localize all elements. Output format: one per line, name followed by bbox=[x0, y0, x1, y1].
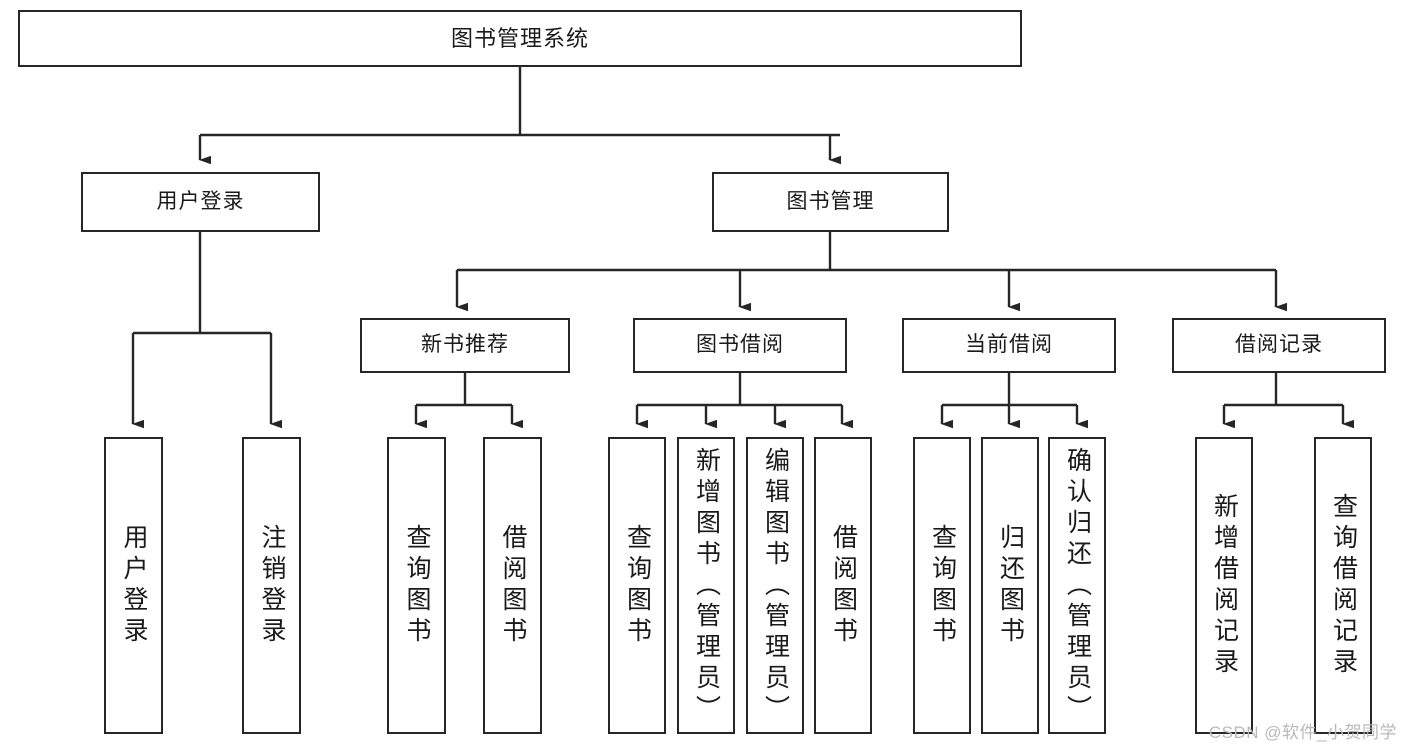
node-label: 借阅图书 bbox=[829, 523, 858, 648]
leaf-user-login[interactable]: 用户登录 bbox=[104, 437, 163, 734]
node-current-borrow[interactable]: 当前借阅 bbox=[902, 318, 1116, 373]
leaf-query-borrow-record[interactable]: 查询借阅记录 bbox=[1314, 437, 1372, 734]
leaf-query-book-recommend[interactable]: 查询图书 bbox=[387, 437, 446, 734]
node-root-book-management-system[interactable]: 图书管理系统 bbox=[18, 10, 1022, 67]
node-label: 查询图书 bbox=[928, 523, 957, 648]
node-book-management[interactable]: 图书管理 bbox=[712, 172, 949, 232]
csdn-watermark: CSDN @软件_小贺同学 bbox=[1208, 723, 1397, 742]
node-label: 用户登录 bbox=[156, 189, 245, 213]
node-label: 查询借阅记录 bbox=[1329, 492, 1358, 679]
leaf-add-book-admin[interactable]: 新增图书（管理员） bbox=[677, 437, 735, 734]
node-label: 图书借阅 bbox=[696, 333, 784, 357]
leaf-user-logout[interactable]: 注销登录 bbox=[242, 437, 301, 734]
node-label: 确认归还（管理员） bbox=[1063, 447, 1092, 726]
node-label: 归还图书 bbox=[996, 523, 1025, 648]
node-label: 用户登录 bbox=[120, 523, 148, 648]
node-label: 查询图书 bbox=[623, 523, 652, 648]
node-label: 新书推荐 bbox=[421, 333, 509, 357]
node-label: 图书管理系统 bbox=[450, 25, 589, 51]
node-new-book-recommend[interactable]: 新书推荐 bbox=[360, 318, 570, 373]
leaf-edit-book-admin[interactable]: 编辑图书（管理员） bbox=[746, 437, 804, 734]
leaf-borrow-book[interactable]: 借阅图书 bbox=[814, 437, 872, 734]
leaf-add-borrow-record[interactable]: 新增借阅记录 bbox=[1195, 437, 1253, 734]
node-user-login[interactable]: 用户登录 bbox=[81, 172, 320, 232]
node-label: 新增借阅记录 bbox=[1210, 492, 1239, 679]
leaf-borrow-book-recommend[interactable]: 借阅图书 bbox=[483, 437, 542, 734]
node-label: 借阅图书 bbox=[499, 523, 527, 648]
node-label: 查询图书 bbox=[403, 523, 431, 648]
node-label: 新增图书（管理员） bbox=[692, 447, 721, 726]
node-borrow-record[interactable]: 借阅记录 bbox=[1172, 318, 1386, 373]
node-label: 当前借阅 bbox=[965, 333, 1053, 357]
node-book-borrow[interactable]: 图书借阅 bbox=[633, 318, 847, 373]
node-label: 编辑图书（管理员） bbox=[761, 447, 790, 726]
leaf-return-book[interactable]: 归还图书 bbox=[981, 437, 1039, 734]
node-label: 注销登录 bbox=[258, 523, 286, 648]
node-label: 借阅记录 bbox=[1235, 333, 1323, 357]
leaf-confirm-return-admin[interactable]: 确认归还（管理员） bbox=[1048, 437, 1106, 734]
leaf-query-book-borrow[interactable]: 查询图书 bbox=[608, 437, 666, 734]
leaf-query-book-current[interactable]: 查询图书 bbox=[913, 437, 971, 734]
node-label: 图书管理 bbox=[786, 189, 875, 213]
